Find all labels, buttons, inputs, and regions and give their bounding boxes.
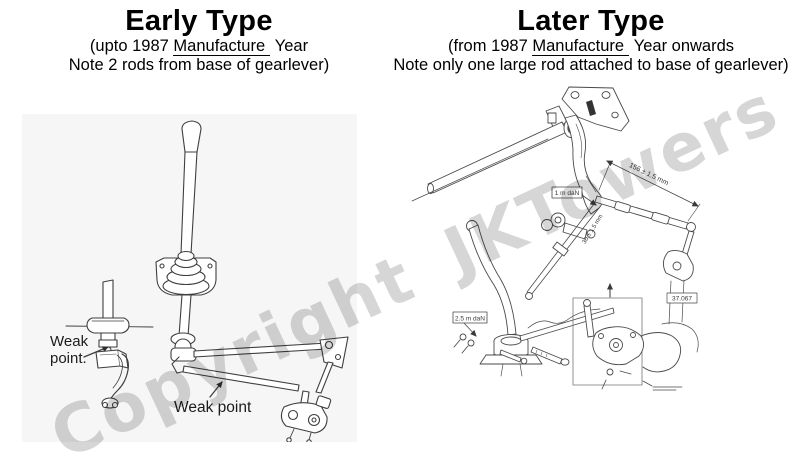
note-post: Year onwards [633,37,735,55]
linkage-rods [171,336,349,394]
later-type-note-line2: Note only one large rod attached to base… [393,56,789,74]
later-type-title: Later Type [517,5,665,37]
torque-upper-label: 1 m daN [555,190,580,197]
gear-lever [466,220,543,377]
note-pre: (from 1987 [447,37,528,55]
note-underlined: Manufacture [532,37,630,56]
torque-lower-box [452,311,488,324]
note-post: Year [274,37,309,55]
later-type-drawing: 156 ± 1.5 mm 30 ± 1.5 mm 1 m daN 2.5 m d… [411,86,701,391]
fixing-bolts [453,333,570,366]
part-reference-box [666,292,698,304]
transmission-linkage [280,390,332,442]
rod-dimension [598,160,701,222]
later-type-diagram: 156 ± 1.5 mm 30 ± 1.5 mm 1 m daN 2.5 m d… [400,84,800,454]
note-pre: (upto 1987 [89,37,169,55]
early-type-note-line2: Note 2 rods from base of gearlever) [68,56,330,74]
weak-point-lower-arrow [209,381,223,398]
large-selector-rod [594,195,696,325]
torque-lower-leader [463,322,477,337]
early-type-title: Early Type [125,5,273,37]
weak-point-lower-label: Weak point [174,399,252,416]
torque-upper-box [551,186,583,199]
early-type-diagram [22,114,357,442]
gearbox-selector-mechanism [583,299,699,391]
torque-lower-label: 2.5 m daN [455,316,485,323]
part-reference-label: 37.067 [672,296,692,303]
short-link-rod [525,203,600,300]
weak-point-upper-label: Weak point. [50,333,89,367]
weak-point-upper-arrow [83,346,109,358]
sub-assembly-pivot [65,279,154,409]
bell-crank-arm [541,114,603,240]
torque-upper-leader [581,194,597,206]
early-type-drawing [65,120,349,442]
gear-lever [155,120,217,362]
note-underlined: Manufacture [173,37,271,56]
